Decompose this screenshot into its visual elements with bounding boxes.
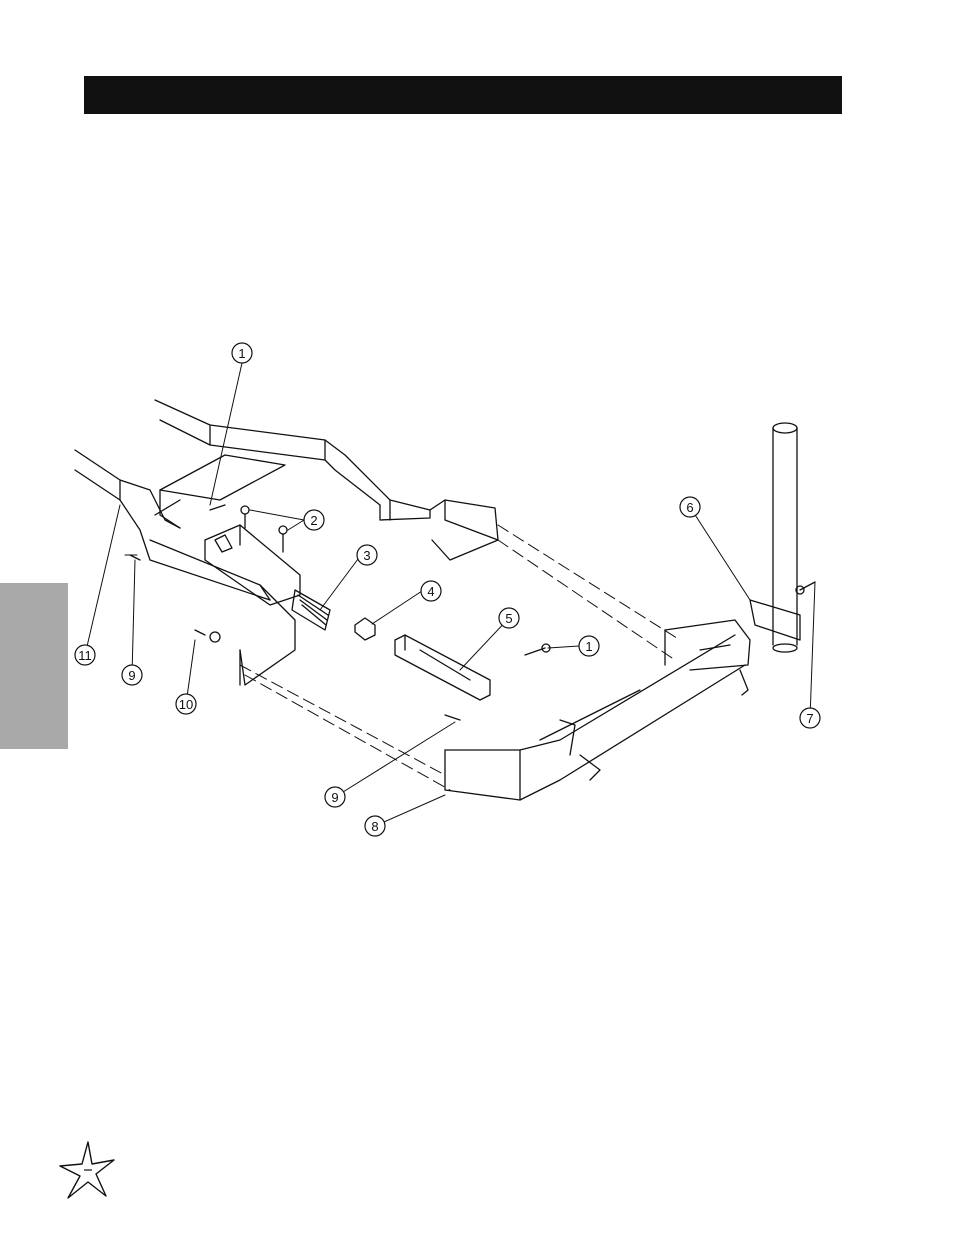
callout-9-lower: 9 <box>325 787 345 807</box>
svg-text:9: 9 <box>128 668 135 683</box>
parts-diagram: 1 2 3 4 5 1 6 7 8 9 9 10 <box>0 300 954 880</box>
callout-3: 3 <box>357 545 377 565</box>
svg-text:11: 11 <box>78 648 92 663</box>
support-post <box>750 423 800 652</box>
callout-10: 10 <box>176 694 196 714</box>
callout-7: 7 <box>800 708 820 728</box>
coupler-nut <box>355 618 375 640</box>
leader-lines <box>85 363 815 826</box>
svg-text:5: 5 <box>505 611 512 626</box>
callout-1-right: 1 <box>579 636 599 656</box>
svg-text:1: 1 <box>585 639 592 654</box>
svg-text:8: 8 <box>371 819 378 834</box>
callout-9-left: 9 <box>122 665 142 685</box>
svg-text:4: 4 <box>427 584 434 599</box>
frame-rail-front <box>75 450 295 685</box>
callout-2: 2 <box>304 510 324 530</box>
frame-plate <box>155 455 285 528</box>
svg-text:6: 6 <box>686 500 693 515</box>
callout-1-top: 1 <box>232 343 252 363</box>
svg-text:1: 1 <box>238 346 245 361</box>
callout-5: 5 <box>499 608 519 628</box>
spline-shaft <box>205 525 330 630</box>
coupler-body <box>395 635 490 700</box>
svg-text:10: 10 <box>179 697 193 712</box>
callout-4: 4 <box>421 581 441 601</box>
frame-rail-rear <box>155 400 498 560</box>
callout-6: 6 <box>680 497 700 517</box>
svg-text:2: 2 <box>310 513 317 528</box>
callout-11: 11 <box>75 645 95 665</box>
callout-8: 8 <box>365 816 385 836</box>
section-header-bar <box>84 76 842 114</box>
alignment-lines <box>125 525 680 790</box>
svg-text:9: 9 <box>331 790 338 805</box>
brand-star-logo-icon <box>58 1140 118 1200</box>
svg-text:7: 7 <box>806 711 813 726</box>
svg-text:3: 3 <box>363 548 370 563</box>
